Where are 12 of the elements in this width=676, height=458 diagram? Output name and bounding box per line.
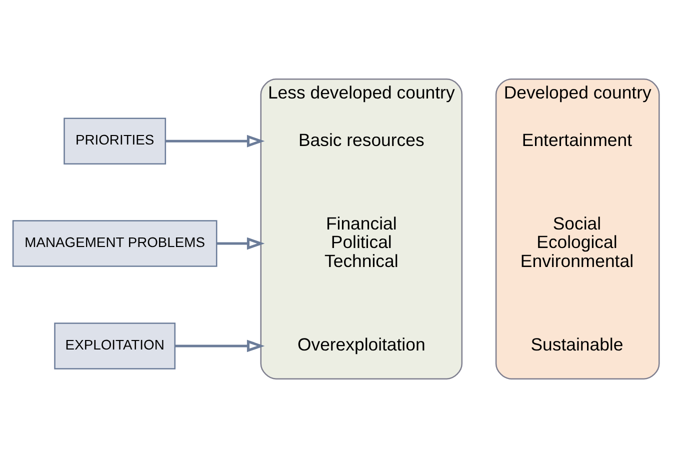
- node-text: Social Ecological Environmental: [520, 213, 634, 272]
- arrow: [166, 134, 265, 148]
- node-text: Sustainable: [530, 334, 624, 355]
- node-text: Overexploitation: [297, 334, 426, 355]
- node-box: MANAGEMENT PROBLEMS: [12, 220, 218, 267]
- node-text: Entertainment: [522, 130, 632, 150]
- arrow: [175, 340, 265, 352]
- node-box: EXPLOITATION: [54, 322, 176, 370]
- node-box: PRIORITIES: [64, 118, 166, 165]
- node-text: Basic resources: [298, 130, 424, 150]
- node-text: Financial Political Technical: [324, 213, 398, 272]
- arrow: [216, 237, 265, 250]
